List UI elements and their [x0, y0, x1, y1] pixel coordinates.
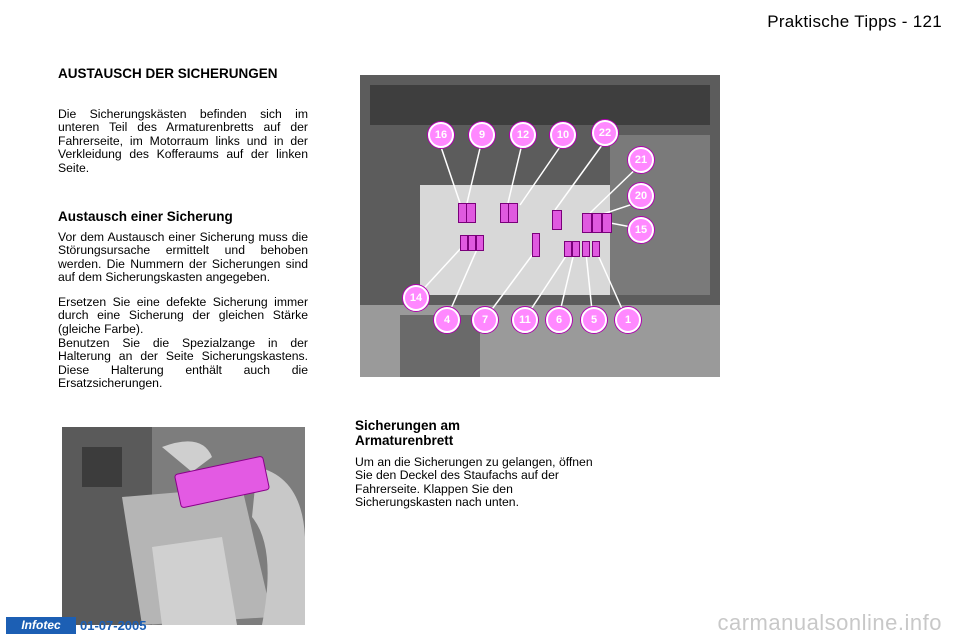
fuse-box-photo: 16 9 12 10 22 21 20 15 14 4 7 11 6 5 1: [360, 75, 720, 377]
fuse-4-b: [476, 235, 484, 251]
fuse-1: [592, 241, 600, 257]
fuse-box-hand-photo: [62, 427, 305, 625]
callout-16: 16: [428, 122, 454, 148]
hand-photo-illustration: [62, 427, 305, 625]
fuse-box-illustration: [360, 75, 720, 377]
fuse-21: [592, 213, 602, 233]
callout-7: 7: [472, 307, 498, 333]
section-heading-dashboard-fuses: Sicherungen am Armaturenbrett: [355, 418, 461, 448]
callout-15: 15: [628, 217, 654, 243]
footer-date: 01-07-2005: [80, 618, 147, 633]
fuse-14: [460, 235, 468, 251]
callout-11: 11: [512, 307, 538, 333]
fuse-12-b: [508, 203, 518, 223]
fuse-4-a: [468, 235, 476, 251]
fuse-10: [552, 210, 562, 230]
callout-22: 22: [592, 120, 618, 146]
intro-paragraph: Die Sicherungskästen befinden sich im un…: [58, 107, 308, 175]
infotec-logo: Infotec: [6, 617, 76, 634]
paragraph-pliers: Benutzen Sie die Spezialzange in der Hal…: [58, 336, 308, 391]
callout-14: 14: [403, 285, 429, 311]
callout-9: 9: [469, 122, 495, 148]
paragraph-access-fuses: Um an die Sicherungen zu gelangen, öffne…: [355, 455, 593, 510]
callout-12: 12: [510, 122, 536, 148]
callout-20: 20: [628, 183, 654, 209]
callout-21: 21: [628, 147, 654, 173]
section-heading-replace-fuse: Austausch einer Sicherung: [58, 209, 233, 224]
fuse-7: [532, 233, 540, 257]
paragraph-same-rating: Ersetzen Sie eine defekte Sicherung imme…: [58, 295, 308, 336]
callout-6: 6: [546, 307, 572, 333]
page-header: Praktische Tipps - 121: [767, 12, 942, 31]
fuse-5: [582, 241, 590, 257]
fuse-20: [602, 213, 612, 233]
callout-1: 1: [615, 307, 641, 333]
callout-4: 4: [434, 307, 460, 333]
watermark: carmanualsonline.info: [717, 610, 942, 635]
fuse-9: [466, 203, 476, 223]
fuse-6: [572, 241, 580, 257]
fuse-11: [564, 241, 572, 257]
callout-5: 5: [581, 307, 607, 333]
fuse-22: [582, 213, 592, 233]
paragraph-cause: Vor dem Austausch einer Sicherung muss d…: [58, 230, 308, 285]
section-heading-fuse-replacement: AUSTAUSCH DER SICHERUNGEN: [58, 66, 278, 81]
callout-10: 10: [550, 122, 576, 148]
